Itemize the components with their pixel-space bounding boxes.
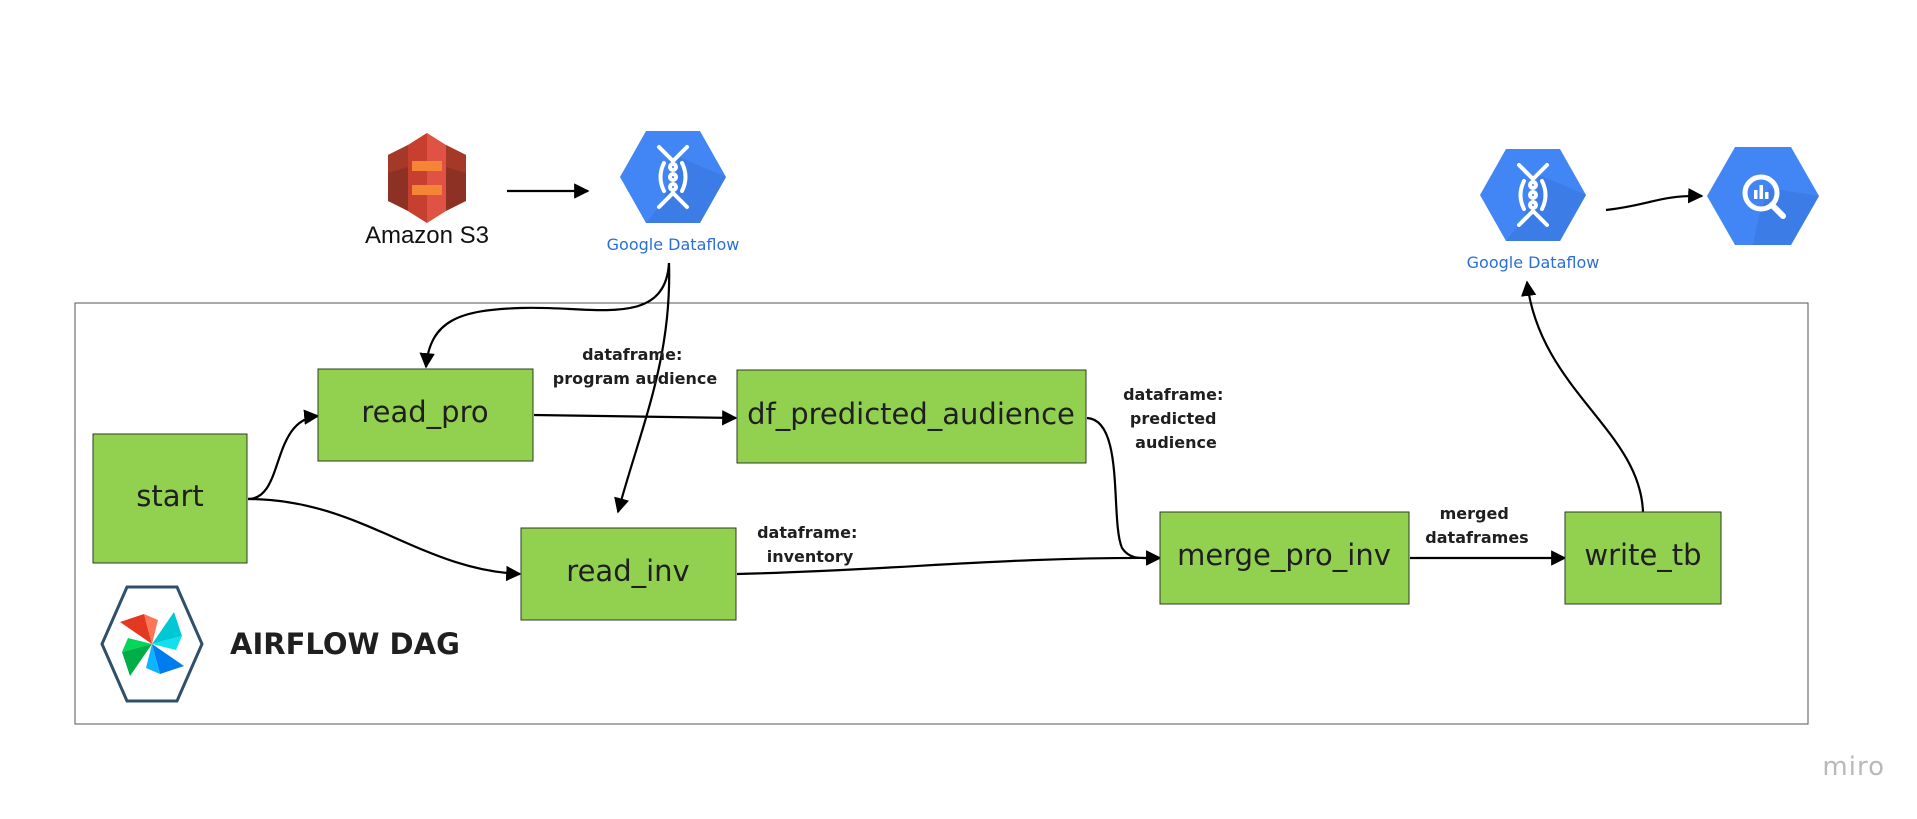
airflow-logo-icon <box>100 585 204 703</box>
edge-dataflow-to-read-inv <box>614 262 671 514</box>
edge-dataflow-to-bigquery <box>1605 187 1704 212</box>
edge-start-to-read-pro <box>247 409 320 501</box>
edge-dataflow-to-read-pro <box>419 262 671 369</box>
edge-write-tb-to-dataflow <box>1521 280 1645 513</box>
edge-read-pro-to-df-predicted <box>533 410 738 426</box>
edge-label-predicted-audience: dataframe: predicted audience <box>1123 385 1229 452</box>
node-read-pro-label: read_pro <box>361 395 488 429</box>
edge-start-to-read-inv <box>247 497 522 582</box>
google-dataflow-icon-output <box>1480 149 1586 241</box>
airflow-dag-container <box>74 302 1809 725</box>
node-df-predicted-audience-label: df_predicted_audience <box>747 397 1075 431</box>
node-read-pro[interactable]: read_pro <box>317 368 534 462</box>
google-dataflow-label-input: Google Dataflow <box>607 235 740 254</box>
amazon-s3-icon <box>388 133 466 223</box>
node-start[interactable]: start <box>92 433 248 564</box>
google-dataflow-icon-input <box>620 131 726 223</box>
bigquery-icon <box>1707 147 1819 245</box>
google-dataflow-label-output: Google Dataflow <box>1467 253 1600 272</box>
node-merge-pro-inv-label: merge_pro_inv <box>1177 538 1391 572</box>
node-write-tb-label: write_tb <box>1584 538 1701 572</box>
node-df-predicted-audience[interactable]: df_predicted_audience <box>736 369 1087 464</box>
edge-read-inv-to-merge <box>736 550 1162 576</box>
edge-label-merged-dataframes: merged dataframes <box>1425 504 1528 547</box>
node-write-tb[interactable]: write_tb <box>1564 511 1722 605</box>
airflow-dag-title: AIRFLOW DAG <box>230 627 460 661</box>
amazon-s3-label: Amazon S3 <box>365 222 489 249</box>
node-merge-pro-inv[interactable]: merge_pro_inv <box>1159 511 1410 605</box>
node-read-inv-label: read_inv <box>566 554 689 588</box>
miro-watermark: miro <box>1822 752 1885 782</box>
edge-label-program-audience: dataframe: program audience <box>553 345 718 388</box>
node-read-inv[interactable]: read_inv <box>520 527 737 621</box>
edge-label-inventory: dataframe: inventory <box>757 523 863 566</box>
node-start-label: start <box>136 479 204 513</box>
